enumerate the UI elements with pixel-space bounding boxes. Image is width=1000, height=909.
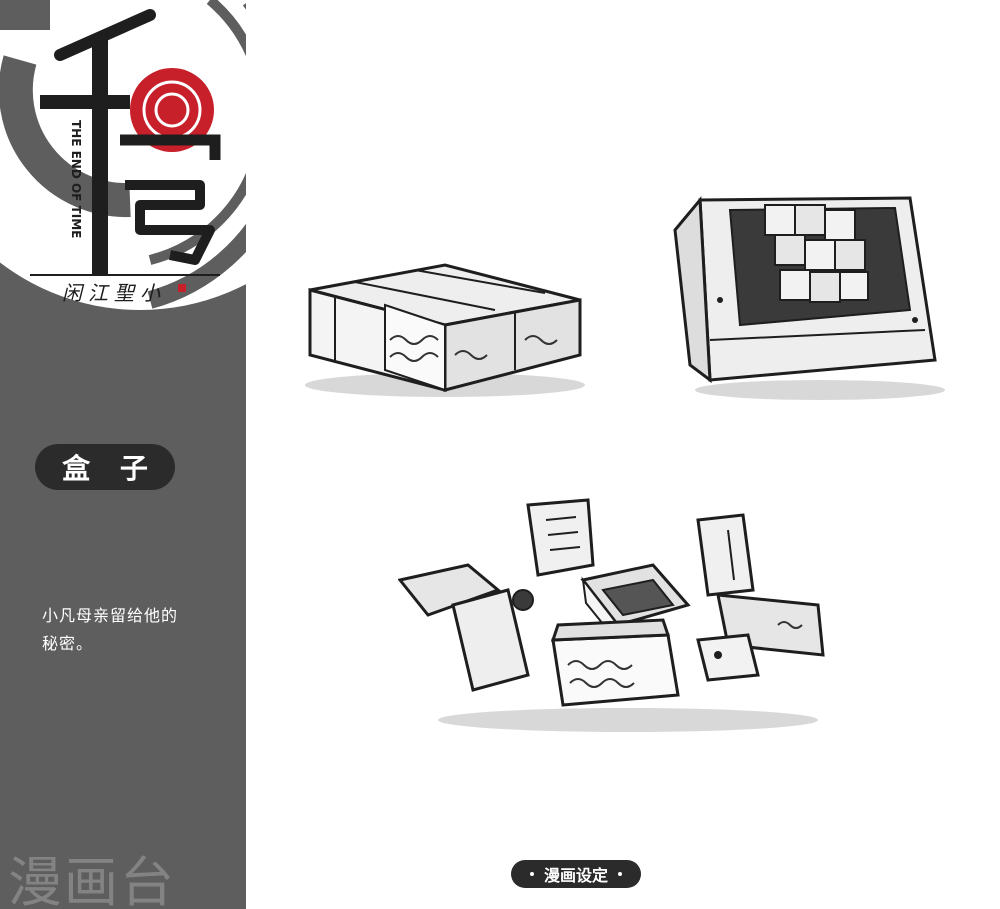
logo-corner-block (0, 0, 50, 30)
unfolded-box-illustration (398, 498, 825, 732)
description-line-1: 小凡母亲留给他的 (42, 606, 179, 625)
logo-stroke-1 (54, 9, 156, 61)
logo-red-seal (130, 68, 214, 152)
logo-stroke-3 (92, 40, 108, 275)
logo-stroke-5 (125, 180, 215, 265)
logo-stroke-4 (120, 134, 221, 160)
logo-ring-inner (148, 0, 246, 265)
sidebar-panel: THE END OF TIME 闲江聖小 千穹 盒 子 小凡母亲留给他的 秘密。… (0, 0, 246, 909)
logo-author: 闲江聖小 (62, 281, 166, 305)
footer-label: 漫画设定 (543, 866, 608, 885)
logo-stroke-2 (40, 95, 130, 109)
footer-label-pill: 漫画设定 (511, 860, 641, 888)
description-text: 小凡母亲留给他的 秘密。 (42, 602, 212, 658)
logo-seal-core (154, 92, 190, 128)
logo-ring-outer (147, 3, 246, 309)
open-box-illustration (673, 196, 945, 400)
logo-subtitle-en: THE END OF TIME (69, 120, 83, 238)
section-title: 盒 子 (62, 452, 158, 485)
closed-box-illustration (305, 263, 585, 397)
logo-emblem: THE END OF TIME 闲江聖小 千穹 (0, 0, 246, 310)
description-line-2: 秘密。 (42, 634, 94, 653)
author-stamp (178, 284, 186, 292)
footer-dot-left-icon (529, 872, 534, 876)
footer-dot-right-icon (618, 872, 622, 876)
watermark: 漫画台 (8, 851, 176, 909)
section-title-pill: 盒 子 (35, 444, 175, 490)
